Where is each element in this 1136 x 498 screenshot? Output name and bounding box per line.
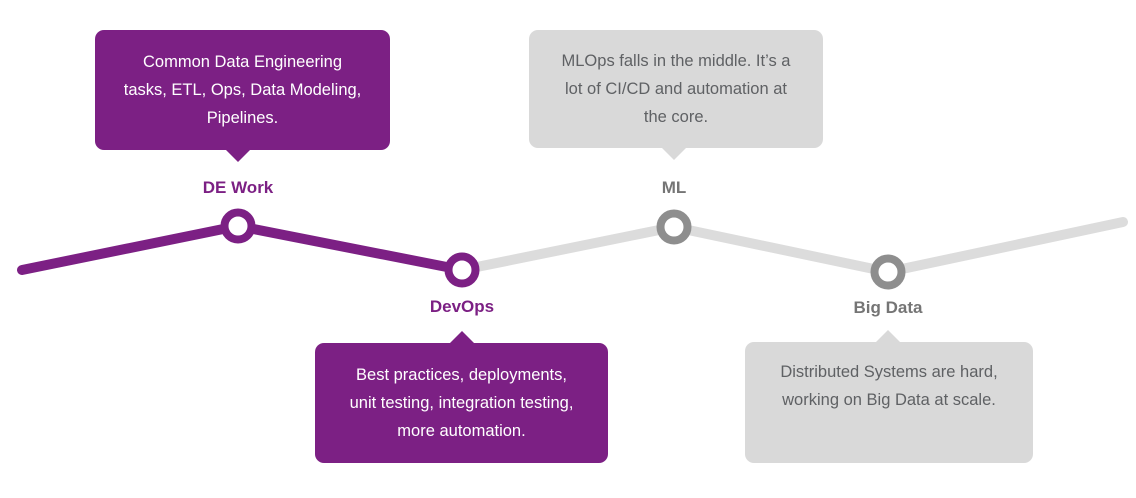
label-big-data: Big Data: [853, 298, 923, 317]
callout-ml: MLOps falls in the middle. It’s a lot of…: [529, 30, 823, 160]
callout-pointer-up: [875, 330, 901, 343]
callout-text-line: Pipelines.: [206, 109, 279, 127]
callout-text-line: Distributed Systems are hard,: [780, 363, 998, 381]
label-devops: DevOps: [429, 297, 495, 316]
callout-text-line: the core.: [643, 108, 709, 126]
label-ml: ML: [661, 178, 687, 197]
callout-text-line: unit testing, integration testing,: [349, 394, 574, 412]
label-de-work: DE Work: [202, 178, 274, 197]
node-de-work: [220, 208, 256, 244]
callout-big-data: Distributed Systems are hard, working on…: [745, 330, 1033, 463]
callout-text-line: MLOps falls in the middle. It’s a: [561, 52, 791, 70]
callout-text-line: tasks, ETL, Ops, Data Modeling,: [123, 81, 362, 99]
node-big-data: [870, 254, 906, 290]
callout-pointer-down: [225, 149, 251, 162]
callout-text-line: Best practices, deployments,: [356, 366, 567, 384]
callout-text-line: Common Data Engineering: [142, 53, 343, 71]
callout-text-line: working on Big Data at scale.: [782, 391, 996, 409]
node-ml: [656, 209, 692, 245]
callout-devops: Best practices, deployments, unit testin…: [315, 331, 608, 463]
callout-pointer-down: [661, 147, 687, 160]
callout-text-line: lot of CI/CD and automation at: [565, 80, 787, 98]
callout-de-work: Common Data Engineering tasks, ETL, Ops,…: [95, 30, 390, 162]
callout-text-line: more automation.: [397, 422, 526, 440]
callout-pointer-up: [449, 331, 475, 344]
node-devops: [444, 252, 480, 288]
timeline-segment-gray: [457, 217, 1128, 277]
